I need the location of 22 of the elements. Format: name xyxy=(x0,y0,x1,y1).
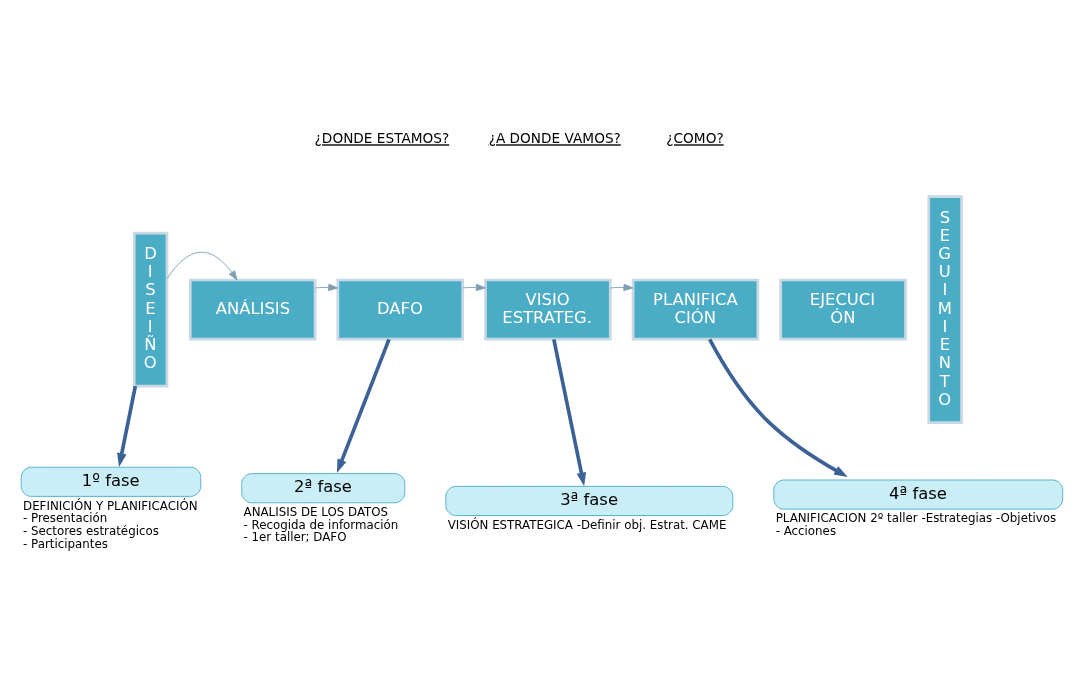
node-box: VISIO ESTRATEG. xyxy=(484,278,612,341)
node-label: VISIÓN ESTRATEGICA -Definir obj. Estrat. CAME xyxy=(447,517,727,532)
label: ¿COMO? xyxy=(666,130,724,147)
node-box: EJECUCI ÓN xyxy=(779,278,907,341)
node-label: PLANIFICACION 2º taller -Estrategias -Objetivos - Acciones xyxy=(775,511,1057,539)
arrow xyxy=(610,283,634,292)
node-box: DAFO xyxy=(336,278,465,341)
arrow xyxy=(336,338,391,473)
node-label: DEFINICIÓN Y PLANIFICACIÓN - Presentación - Sectores estratégicos - Participantes xyxy=(23,498,198,551)
arrow xyxy=(314,283,339,292)
arrow xyxy=(552,339,587,487)
arrow xyxy=(117,385,138,467)
node-box: D I S E I Ñ O xyxy=(132,231,169,388)
label: ¿DONDE ESTAMOS? xyxy=(314,130,450,147)
node-label: ANALISIS DE LOS DATOS - Recogida de información - 1er taller; DAFO xyxy=(243,504,399,545)
arrow xyxy=(166,251,238,281)
node-box: S E G U I M I E N T O xyxy=(927,195,963,424)
label: ¿A DONDE VAMOS? xyxy=(488,130,621,147)
node-box: PLANIFICA CIÓN xyxy=(631,278,760,341)
node-box: ANÁLISIS xyxy=(188,278,317,341)
arrow xyxy=(708,338,848,478)
arrow xyxy=(462,283,486,292)
